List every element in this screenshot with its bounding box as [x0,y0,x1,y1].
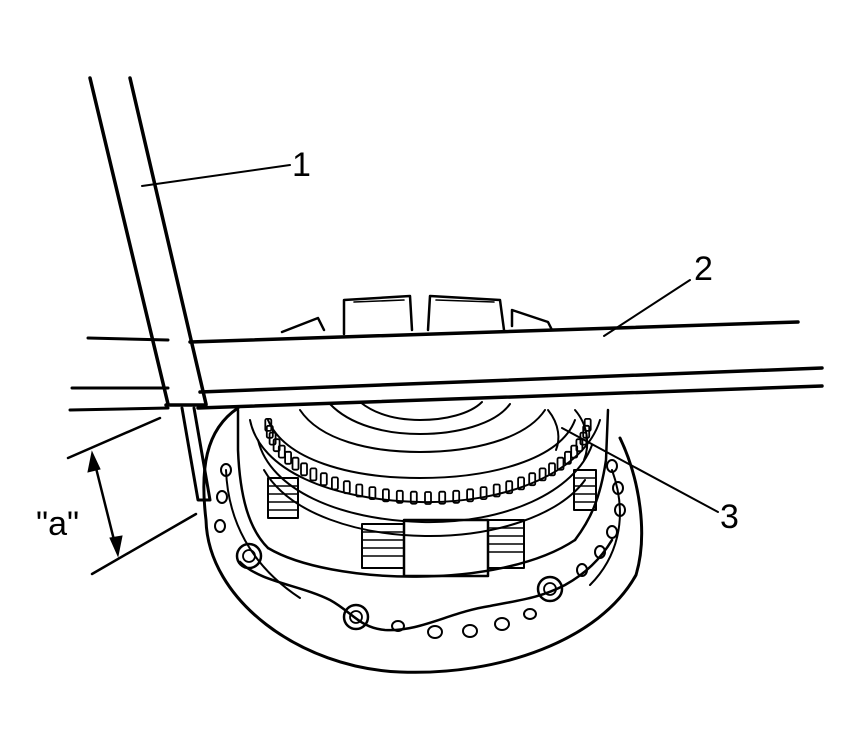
callout-1: 1 [292,146,311,184]
spline-tooth [538,467,547,482]
inner-ring [547,409,560,451]
spline-tooth [528,472,537,487]
bolt [235,542,263,570]
spline-tooth [300,462,308,477]
flange-hole [523,608,537,620]
spline-tooth [505,480,514,495]
clutch-window-center [402,518,490,578]
flange-hole [612,481,624,495]
spline-tooth [309,467,318,482]
gauge-right-edge [128,76,208,406]
inner-ring [359,401,483,421]
flange-hole [216,490,228,504]
spline-tooth [319,472,328,487]
inner-ring [329,403,511,435]
clutch-housing [202,294,644,674]
gauge-left-edge [88,76,170,406]
callout-2: 2 [694,250,713,288]
dimension-arrow-shaft [92,458,118,550]
flange-hole [214,519,226,533]
leader-line-2 [603,279,691,337]
flange-hole [576,563,588,577]
inner-ring [574,409,589,461]
spline-tooth [466,488,475,503]
arrow-head-up [87,450,101,473]
clutch-window-right [573,469,597,511]
spline-tooth [395,489,404,504]
straightedge-base [196,384,824,410]
spline-tooth [517,476,525,491]
inner-ring [299,409,546,453]
spline-tooth [438,490,447,505]
spline-tooth [368,486,377,501]
flange-hole [594,545,606,559]
callout-3: 3 [720,498,739,536]
spline-tooth [381,488,390,503]
bolt [536,575,564,603]
arrow-head-down [109,535,123,558]
flange-hole [462,624,478,638]
drum-band [249,419,601,504]
spline-tooth [291,456,300,471]
flange-inner-edge [225,469,621,599]
extension-line-bottom [90,512,198,576]
straightedge [68,320,824,412]
spline-tooth [452,489,461,504]
leader-line-3 [561,427,719,513]
drum-band [257,439,593,524]
spline-tooth [342,480,351,495]
spline-tooth [284,450,293,465]
spline-teeth [264,417,592,505]
flange-hole [220,463,232,477]
spline-tooth [330,476,339,491]
spline-tooth [409,490,418,505]
spline-tooth [556,456,565,471]
flange-lip [238,538,614,632]
leader-line-1 [141,164,291,187]
spline-tooth [277,444,286,459]
callout-dimension-a: "a" [36,505,79,543]
flange-outline [202,406,644,674]
flange-hole [391,620,405,632]
flange-hole [427,625,443,639]
spline-tooth [355,483,364,498]
dimension-a [66,416,198,576]
top-lugs-inner [353,299,495,303]
top-lugs [280,294,554,336]
gauge-probe [180,406,212,502]
extension-line-top [66,416,162,460]
flange-hole [614,503,626,517]
spline-tooth [492,483,501,498]
bolt [342,603,370,631]
straightedge-top [188,320,800,344]
spline-tooth [548,462,556,477]
depth-gauge [88,76,212,502]
flange-hole [606,525,618,539]
drum-wall-left [236,408,270,550]
flange-hole [606,459,618,473]
flange-hole [494,617,510,631]
spline-tooth [424,491,432,505]
drum-bottom-edge [266,538,577,578]
spline-tooth [479,486,488,501]
clutch-window-left [267,477,299,519]
straightedge-bottom [198,366,824,394]
clutch-window-center-right [487,519,525,569]
inner-ring [267,419,576,479]
drum-band [263,469,586,538]
